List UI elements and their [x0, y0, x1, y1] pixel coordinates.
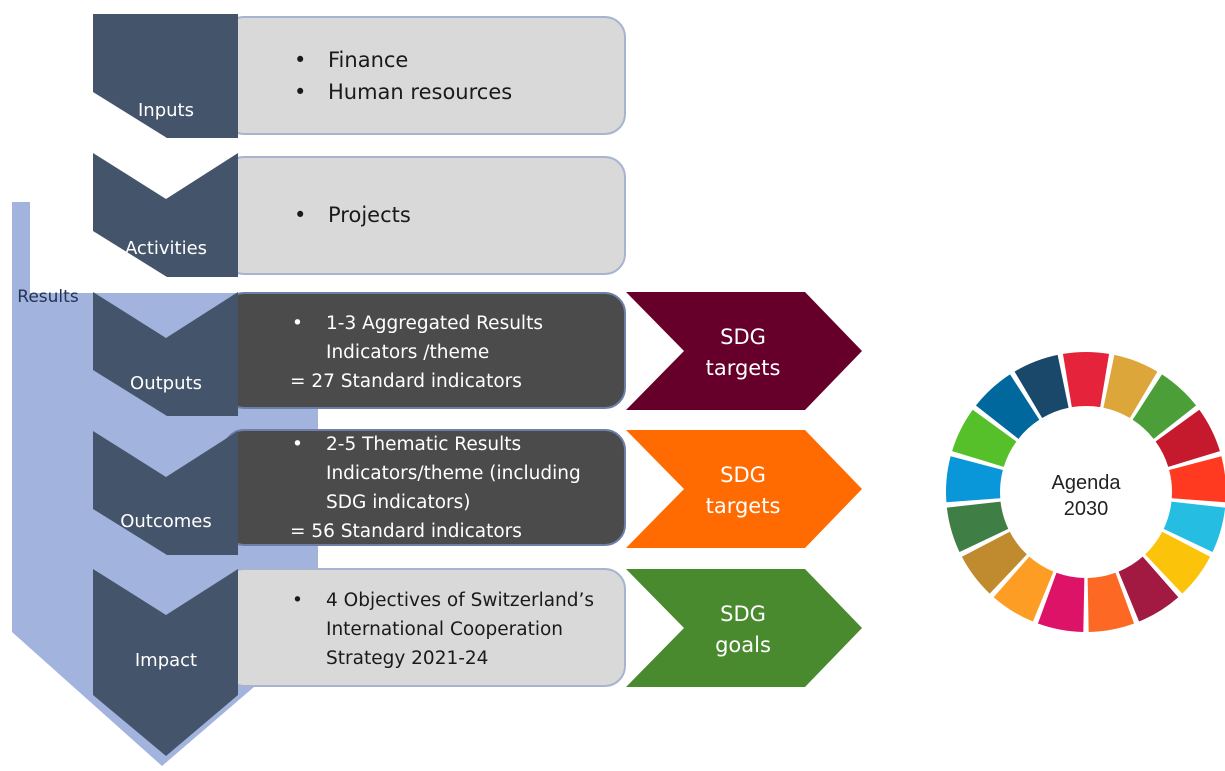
sdg-wheel-segment: [961, 531, 1027, 594]
sdg-wheel-segment: [946, 501, 1009, 552]
sdg-wheel-segment: [946, 456, 1003, 503]
outcomes-box-text: 2-5 Thematic Results Indicators/theme (i…: [290, 430, 610, 546]
sdg-wheel-segment: [952, 409, 1017, 467]
sdg-wheel-segment: [1014, 354, 1069, 419]
level-label-impact: Impact: [135, 650, 197, 671]
sdg-arrow-outcomes-line2: targets: [706, 494, 781, 518]
results-label: Results: [17, 287, 79, 307]
outcomes-item: 2-5 Thematic Results Indicators/theme (i…: [290, 430, 610, 517]
inputs-item: Human resources: [292, 76, 612, 108]
activities-chevron: [93, 153, 238, 277]
sdg-wheel-segment: [1169, 456, 1225, 503]
outputs-item: 1-3 Aggregated Results Indicators /theme: [290, 309, 590, 367]
impact-item: 4 Objectives of Switzerland’s Internatio…: [290, 586, 612, 673]
inputs-chevron: [93, 14, 238, 138]
sdg-wheel-segment: [1118, 556, 1179, 622]
level-label-activities: Activities: [125, 238, 207, 259]
sdg-arrow-impact-line1: SDG: [720, 602, 766, 626]
inputs-box-text: Finance Human resources: [292, 44, 612, 108]
sdg-arrow-outcomes-line1: SDG: [720, 463, 766, 487]
agenda-2030-wheel: [946, 351, 1225, 632]
level-label-inputs: Inputs: [138, 100, 194, 121]
sdg-wheel-segment: [1037, 572, 1085, 632]
sdg-arrow-outputs: [626, 292, 862, 410]
sdg-wheel-segment: [1155, 409, 1220, 467]
sdg-wheel-segment: [1103, 354, 1158, 419]
sdg-wheel-segment: [1062, 351, 1110, 408]
agenda-label-line1: Agenda: [1052, 472, 1122, 494]
level-label-outcomes: Outcomes: [120, 511, 212, 532]
activities-item: Projects: [292, 199, 612, 231]
sdg-wheel-segment: [1163, 501, 1225, 552]
sdg-wheel-segment: [1132, 374, 1197, 439]
outputs-chevron: [93, 292, 238, 416]
level-label-outputs: Outputs: [130, 373, 202, 394]
activities-box-text: Projects: [292, 199, 612, 231]
outcomes-total: = 56 Standard indicators: [290, 521, 522, 542]
impact-chevron: [93, 569, 238, 756]
sdg-wheel-segment: [1087, 572, 1135, 632]
sdg-arrow-outputs-line1: SDG: [720, 325, 766, 349]
outputs-total: = 27 Standard indicators: [290, 371, 522, 392]
sdg-wheel-segment: [975, 374, 1040, 439]
sdg-arrow-impact-line2: goals: [715, 633, 771, 657]
sdg-arrow-outcomes: [626, 430, 862, 548]
sdg-wheel-segment: [1145, 531, 1211, 594]
sdg-arrow-outputs-line2: targets: [706, 356, 781, 380]
sdg-arrow-impact: [626, 569, 862, 687]
outputs-box-text: 1-3 Aggregated Results Indicators /theme…: [290, 309, 590, 396]
outcomes-chevron: [93, 431, 238, 555]
agenda-label-line2: 2030: [1064, 498, 1109, 520]
inputs-item: Finance: [292, 44, 612, 76]
sdg-wheel-segment: [993, 556, 1054, 622]
impact-box-text: 4 Objectives of Switzerland’s Internatio…: [290, 586, 612, 673]
